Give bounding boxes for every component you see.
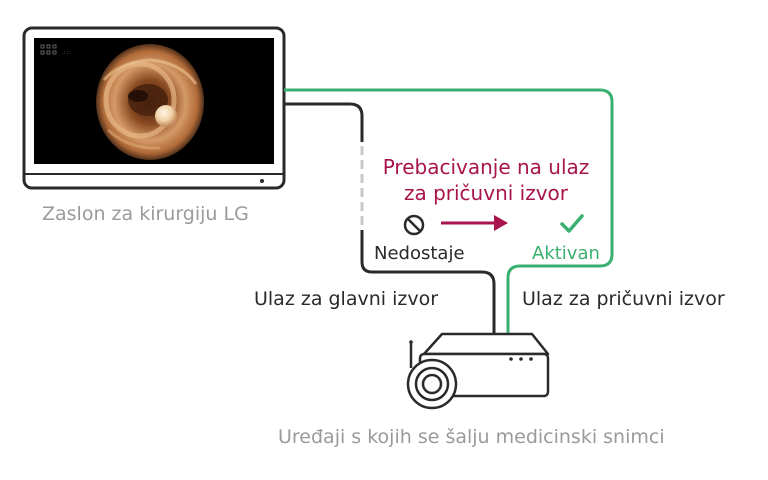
power-led-icon [260, 179, 264, 183]
switch-title: Prebacivanje na ulaz za pričuvni izvor [362, 154, 610, 206]
main-source-cable [284, 102, 364, 142]
screen-overlay-text: .: :: [62, 50, 71, 56]
switch-title-line-1: Prebacivanje na ulaz [382, 155, 590, 179]
missing-status-label: Nedostaje [374, 243, 465, 264]
backup-source-input-label: Ulaz za pričuvni izvor [522, 288, 725, 310]
main-source-input-label: Ulaz za glavni izvor [254, 288, 439, 310]
device-top [422, 332, 550, 356]
checkmark-icon [560, 214, 584, 233]
active-status-label: Aktivan [532, 243, 600, 264]
endoscopy-image [96, 44, 204, 160]
screen-menu-icon [40, 44, 57, 55]
device-lens-icon [406, 358, 458, 410]
device-label: Uređaji s kojih se šalju medicinski snim… [278, 426, 665, 448]
prohibited-icon [403, 214, 425, 236]
backup-source-cable [284, 88, 614, 334]
surgical-monitor: .: :: [22, 26, 286, 190]
medical-video-device [406, 332, 550, 410]
switch-title-line-2: za pričuvni izvor [403, 181, 569, 205]
main-source-cable-lower [360, 230, 496, 334]
switch-arrow-icon [441, 215, 508, 231]
monitor-label: Zaslon za kirurgiju LG [42, 203, 249, 225]
